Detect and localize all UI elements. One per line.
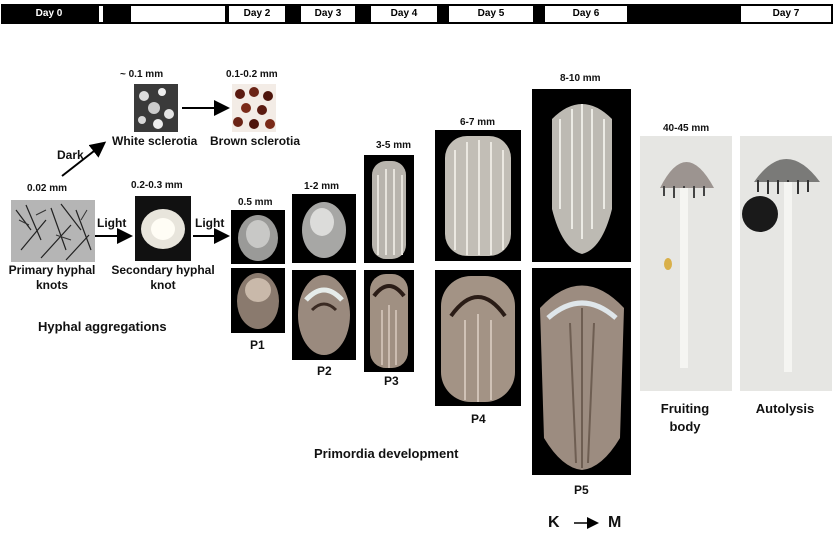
caption-white-sclerotia: White sclerotia [112,134,197,148]
label-light-2: Light [195,216,224,230]
caption-k: K [548,514,560,532]
caption-p5: P5 [574,483,589,497]
caption-secondary-line1: Secondary hyphal [110,263,216,277]
caption-primary-line1: Primary hyphal [6,263,98,277]
label-light-1: Light [97,216,126,230]
label-dark: Dark [57,148,84,162]
caption-autolysis: Autolysis [740,401,830,416]
caption-primary-line2: knots [6,278,98,292]
caption-fruiting-line2: body [640,419,730,434]
caption-brown-sclerotia: Brown sclerotia [210,134,300,148]
caption-fruiting-line1: Fruiting [640,401,730,416]
caption-hyphal-aggregations: Hyphal aggregations [38,319,167,334]
caption-m: M [608,514,621,532]
caption-p1: P1 [250,338,265,352]
caption-p2: P2 [317,364,332,378]
caption-p3: P3 [384,374,399,388]
caption-p4: P4 [471,412,486,426]
caption-secondary-line2: knot [110,278,216,292]
caption-primordia-development: Primordia development [314,446,458,461]
